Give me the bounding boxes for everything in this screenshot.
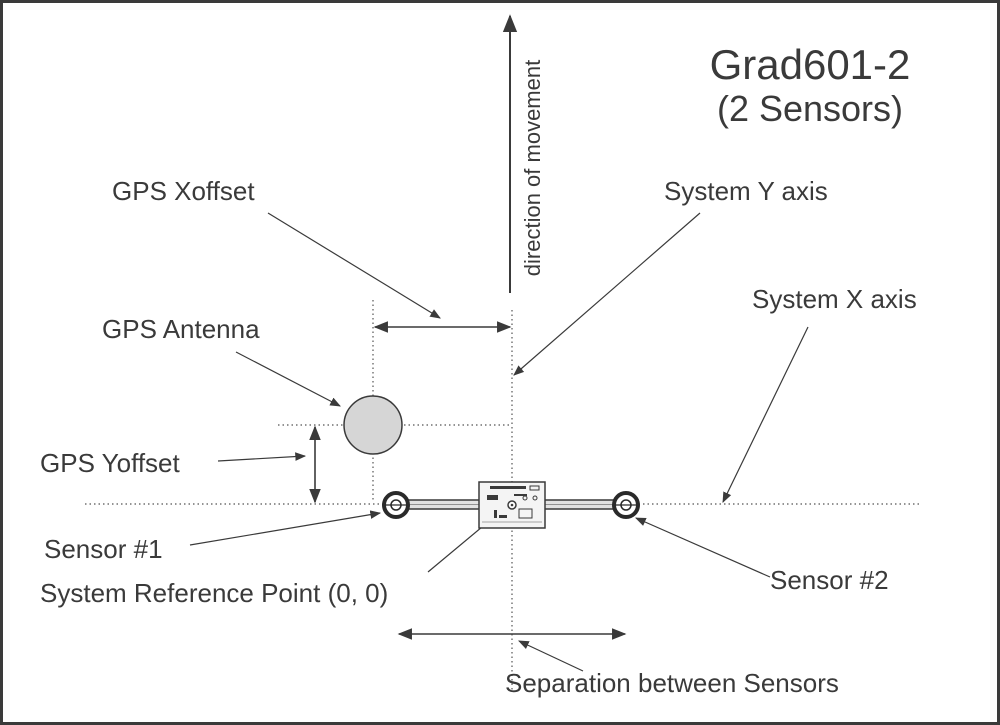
separation-between-sensors-label: Separation between Sensors	[505, 668, 839, 698]
system-y-axis-label: System Y axis	[664, 176, 828, 206]
sensor-1-leader	[189, 510, 382, 546]
title-line-2: (2 Sensors)	[717, 88, 903, 129]
gps-xoffset-label: GPS Xoffset	[112, 176, 255, 206]
gps-antenna-leader	[235, 351, 341, 407]
system-y-axis-leader	[513, 212, 701, 376]
separation-leader	[518, 640, 584, 672]
control-panel-icon	[478, 481, 546, 529]
sensor-2-label: Sensor #2	[770, 565, 889, 595]
system-reference-point-label: System Reference Point (0, 0)	[40, 578, 388, 608]
title-line-1: Grad601-2	[710, 41, 911, 88]
gps-antenna-icon	[343, 395, 403, 455]
gps-antenna-label: GPS Antenna	[102, 314, 260, 344]
gps-xoffset-leader	[267, 212, 441, 319]
gps-yoffset-leader	[217, 452, 307, 462]
sensor-2-icon	[612, 491, 640, 519]
gps-yoffset-label: GPS Yoffset	[40, 448, 181, 478]
sensor-1-icon	[382, 491, 410, 519]
sensor-2-leader	[635, 517, 771, 578]
system-x-axis-leader	[722, 326, 809, 503]
system-x-axis-label: System X axis	[752, 284, 917, 314]
direction-of-movement-label: direction of movement	[520, 60, 545, 276]
sensor-1-label: Sensor #1	[44, 534, 163, 564]
